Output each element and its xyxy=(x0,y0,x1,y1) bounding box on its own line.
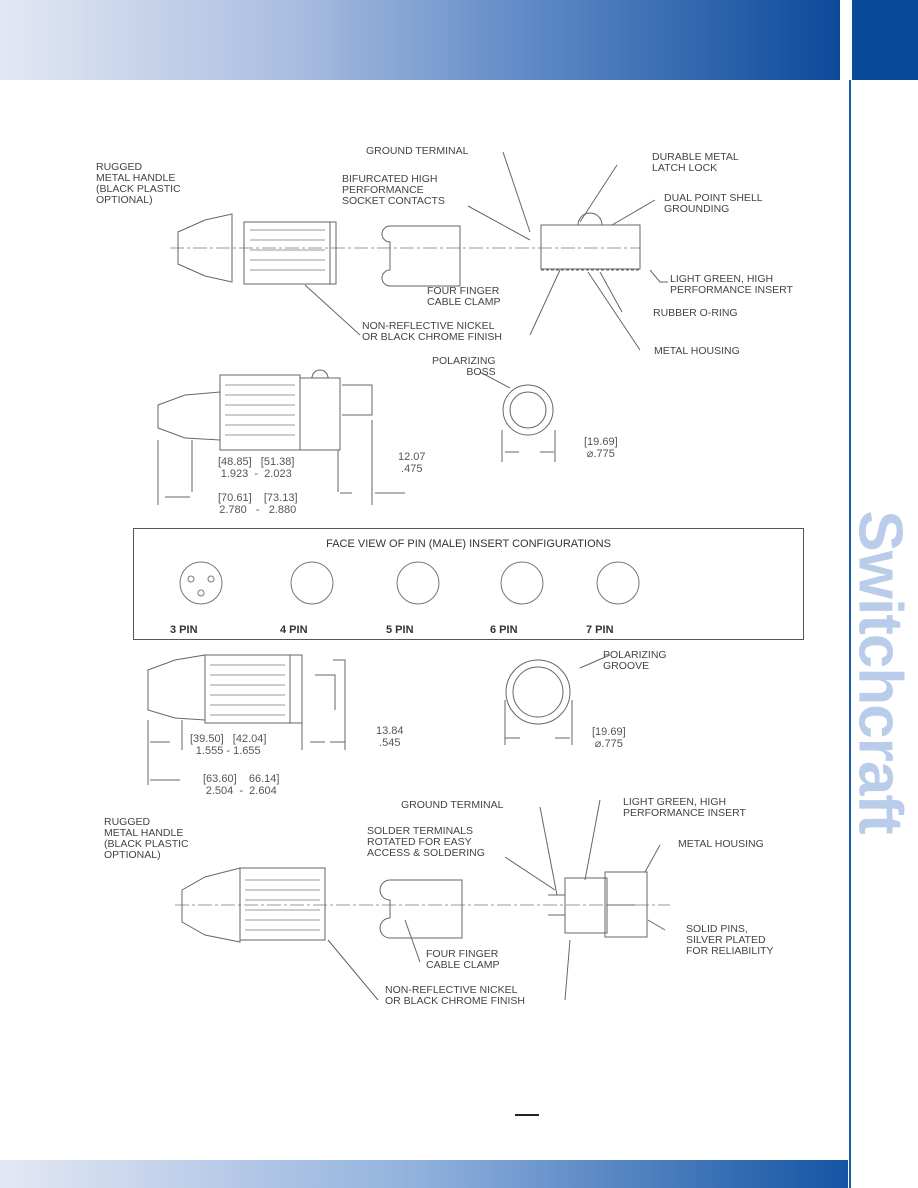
label-shell-grounding: DUAL POINT SHELL GROUNDING xyxy=(664,192,763,215)
dim-pin-length: 13.84 .545 xyxy=(376,725,404,749)
pin-label-4: 4 PIN xyxy=(280,624,308,636)
label-finish-male: NON-REFLECTIVE NICKEL OR BLACK CHROME FI… xyxy=(385,984,526,1007)
label-ground-terminal-male: GROUND TERMINAL xyxy=(401,799,504,811)
dim-male-handle: [39.50] [42.04] 1.555 - 1.655 xyxy=(190,733,267,757)
pin-config-panel: FACE VIEW OF PIN (MALE) INSERT CONFIGURA… xyxy=(133,528,804,640)
label-polarizing-boss: POLARIZING BOSS xyxy=(432,355,496,378)
label-rugged-handle: RUGGED METAL HANDLE (BLACK PLASTIC OPTIO… xyxy=(96,161,181,206)
pin-label-5: 5 PIN xyxy=(386,624,414,636)
dim-female-diameter: [19.69] ⌀.775 xyxy=(584,436,618,460)
label-ground-terminal: GROUND TERMINAL xyxy=(366,145,469,157)
header-banner xyxy=(0,0,840,80)
label-cable-clamp: FOUR FINGER CABLE CLAMP xyxy=(427,285,501,308)
dim-female-handle: [48.85] [51.38] 1.923 - 2.023 xyxy=(218,456,295,480)
label-metal-housing-male: METAL HOUSING xyxy=(678,838,764,850)
label-solder-terminals: SOLDER TERMINALS ROTATED FOR EASY ACCESS… xyxy=(367,825,485,859)
label-finish: NON-REFLECTIVE NICKEL OR BLACK CHROME FI… xyxy=(362,320,503,343)
label-insert-male: LIGHT GREEN, HIGH PERFORMANCE INSERT xyxy=(623,796,746,819)
label-insert: LIGHT GREEN, HIGH PERFORMANCE INSERT xyxy=(670,273,793,296)
pin-label-6: 6 PIN xyxy=(490,624,518,636)
bottom-exploded-view xyxy=(175,799,670,1001)
label-polarizing-groove: POLARIZING GROOVE xyxy=(603,649,667,672)
side-divider xyxy=(849,80,851,1188)
pin-label-7: 7 PIN xyxy=(586,624,614,636)
footer-bar xyxy=(0,1160,848,1188)
header-tab xyxy=(852,0,918,80)
pin-faces xyxy=(179,561,640,605)
pin-config-title: FACE VIEW OF PIN (MALE) INSERT CONFIGURA… xyxy=(326,538,611,550)
label-rugged-handle-male: RUGGED METAL HANDLE (BLACK PLASTIC OPTIO… xyxy=(104,816,189,861)
label-metal-housing: METAL HOUSING xyxy=(654,345,740,357)
label-o-ring: RUBBER O-RING xyxy=(653,307,738,319)
label-socket-contacts: BIFURCATED HIGH PERFORMANCE SOCKET CONTA… xyxy=(342,173,445,207)
dim-latch: 12.07 .475 xyxy=(398,451,426,475)
label-latch-lock: DURABLE METAL LATCH LOCK xyxy=(652,151,739,174)
label-solid-pins: SOLID PINS, SILVER PLATED FOR RELIABILIT… xyxy=(686,923,774,957)
male-side-view xyxy=(147,654,611,785)
dim-male-overall: [63.60] 66.14] 2.504 - 2.604 xyxy=(203,773,280,797)
pin-label-3: 3 PIN xyxy=(170,624,198,636)
pin-face-7 xyxy=(596,561,640,605)
label-cable-clamp-male: FOUR FINGER CABLE CLAMP xyxy=(426,948,500,971)
divider-rule xyxy=(515,1114,539,1116)
pin-face-4 xyxy=(290,561,334,605)
dim-male-diameter: [19.69] ⌀.775 xyxy=(592,726,626,750)
pin-face-3 xyxy=(179,561,223,605)
top-exploded-view xyxy=(170,151,668,351)
pin-face-5 xyxy=(396,561,440,605)
female-side-view xyxy=(157,369,556,505)
pin-face-6 xyxy=(500,561,544,605)
dim-female-overall: [70.61] [73.13] 2.780 - 2.880 xyxy=(218,492,298,516)
